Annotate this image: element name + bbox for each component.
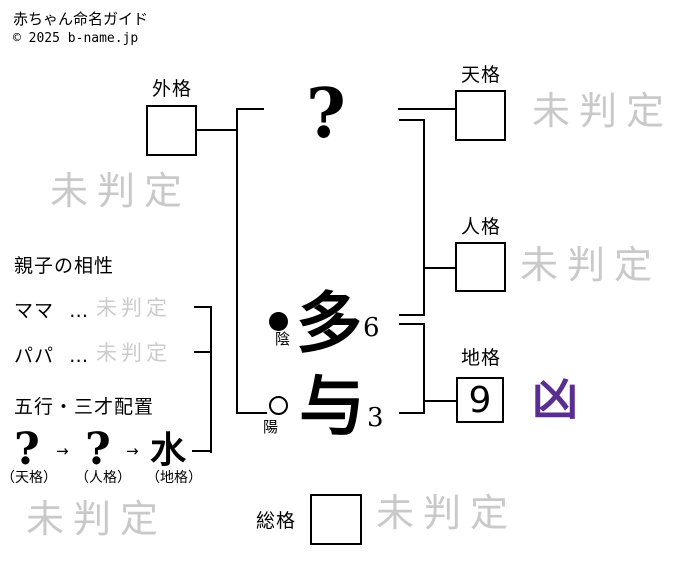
connector-gaikaku xyxy=(196,129,238,131)
connector-given1-upper xyxy=(399,314,425,316)
soukaku-label: 総格 xyxy=(256,510,297,532)
given-char-2: 与 xyxy=(299,367,365,445)
gogyou-heading: 五行・三才配置 xyxy=(14,396,155,418)
yang-label: 陽 xyxy=(263,418,279,436)
compatibility-mama-label: ママ … xyxy=(14,296,89,323)
papa-label: パパ xyxy=(14,345,55,367)
gogyou-element-2: ? xyxy=(85,424,111,475)
chikaku-label: 地格 xyxy=(460,347,501,369)
connector-papa xyxy=(194,351,210,353)
connector-given2-left xyxy=(236,412,267,414)
compatibility-papa-label: パパ … xyxy=(14,341,89,368)
chikaku-value: 9 xyxy=(468,379,492,421)
gogyou-element-1: ? xyxy=(14,424,40,475)
overall-status-watermark: 未判定 xyxy=(26,497,168,541)
chikaku-box: 9 xyxy=(456,377,504,423)
connector-surname-jinkaku xyxy=(399,119,425,121)
connector-tenkaku xyxy=(398,108,455,110)
jinkaku-label: 人格 xyxy=(460,216,501,238)
yang-circle-icon xyxy=(269,396,288,415)
gaikaku-status-watermark: 未判定 xyxy=(50,169,192,213)
tenkaku-status-watermark: 未判定 xyxy=(532,89,674,133)
mama-status: 未判定 xyxy=(96,296,171,320)
connector-chikaku-box xyxy=(423,400,456,402)
mama-dots: … xyxy=(69,300,90,322)
connector-jinkaku-vertical xyxy=(423,119,425,316)
gaikaku-box xyxy=(146,105,197,156)
gaikaku-label: 外格 xyxy=(151,78,192,100)
connector-jinkaku-box xyxy=(423,267,455,269)
gogyou-arrow-2: → xyxy=(126,442,139,460)
connector-aisyou-vertical xyxy=(210,306,212,453)
yin-label: 陰 xyxy=(275,330,291,348)
jinkaku-box xyxy=(455,242,506,292)
yin-circle-icon xyxy=(269,312,288,331)
connector-left-vertical xyxy=(236,108,238,414)
connector-surname-left xyxy=(236,108,264,110)
copyright: © 2025 b-name.jp xyxy=(13,31,139,46)
connector-mama xyxy=(194,306,210,308)
papa-status: 未判定 xyxy=(96,341,171,365)
gogyou-label-1: （天格） xyxy=(1,470,57,486)
soukaku-box xyxy=(310,494,362,545)
mama-label: ママ xyxy=(14,300,55,322)
surname-char: ? xyxy=(306,74,346,154)
compatibility-heading: 親子の相性 xyxy=(14,255,115,277)
tenkaku-box xyxy=(455,90,506,141)
given-char-2-strokes: 3 xyxy=(367,403,384,433)
gogyou-label-2: （人格） xyxy=(75,470,131,486)
connector-chikaku-vertical xyxy=(423,323,425,414)
soukaku-status-watermark: 未判定 xyxy=(376,491,518,535)
page-title: 赤ちゃん命名ガイド xyxy=(13,10,149,28)
tenkaku-label: 天格 xyxy=(460,64,501,86)
gogyou-label-3: （地格） xyxy=(146,470,202,486)
connector-given1-lower xyxy=(399,323,425,325)
gogyou-arrow-1: → xyxy=(56,442,69,460)
papa-dots: … xyxy=(69,345,90,367)
jinkaku-status-watermark: 未判定 xyxy=(520,243,662,287)
connector-given2-right xyxy=(399,412,425,414)
given-char-1: 多 xyxy=(296,284,362,362)
gogyou-element-3: 水 xyxy=(150,429,187,471)
given-char-1-strokes: 6 xyxy=(363,313,380,343)
chikaku-judgment: 凶 xyxy=(532,372,578,426)
connector-mizu xyxy=(192,450,210,452)
